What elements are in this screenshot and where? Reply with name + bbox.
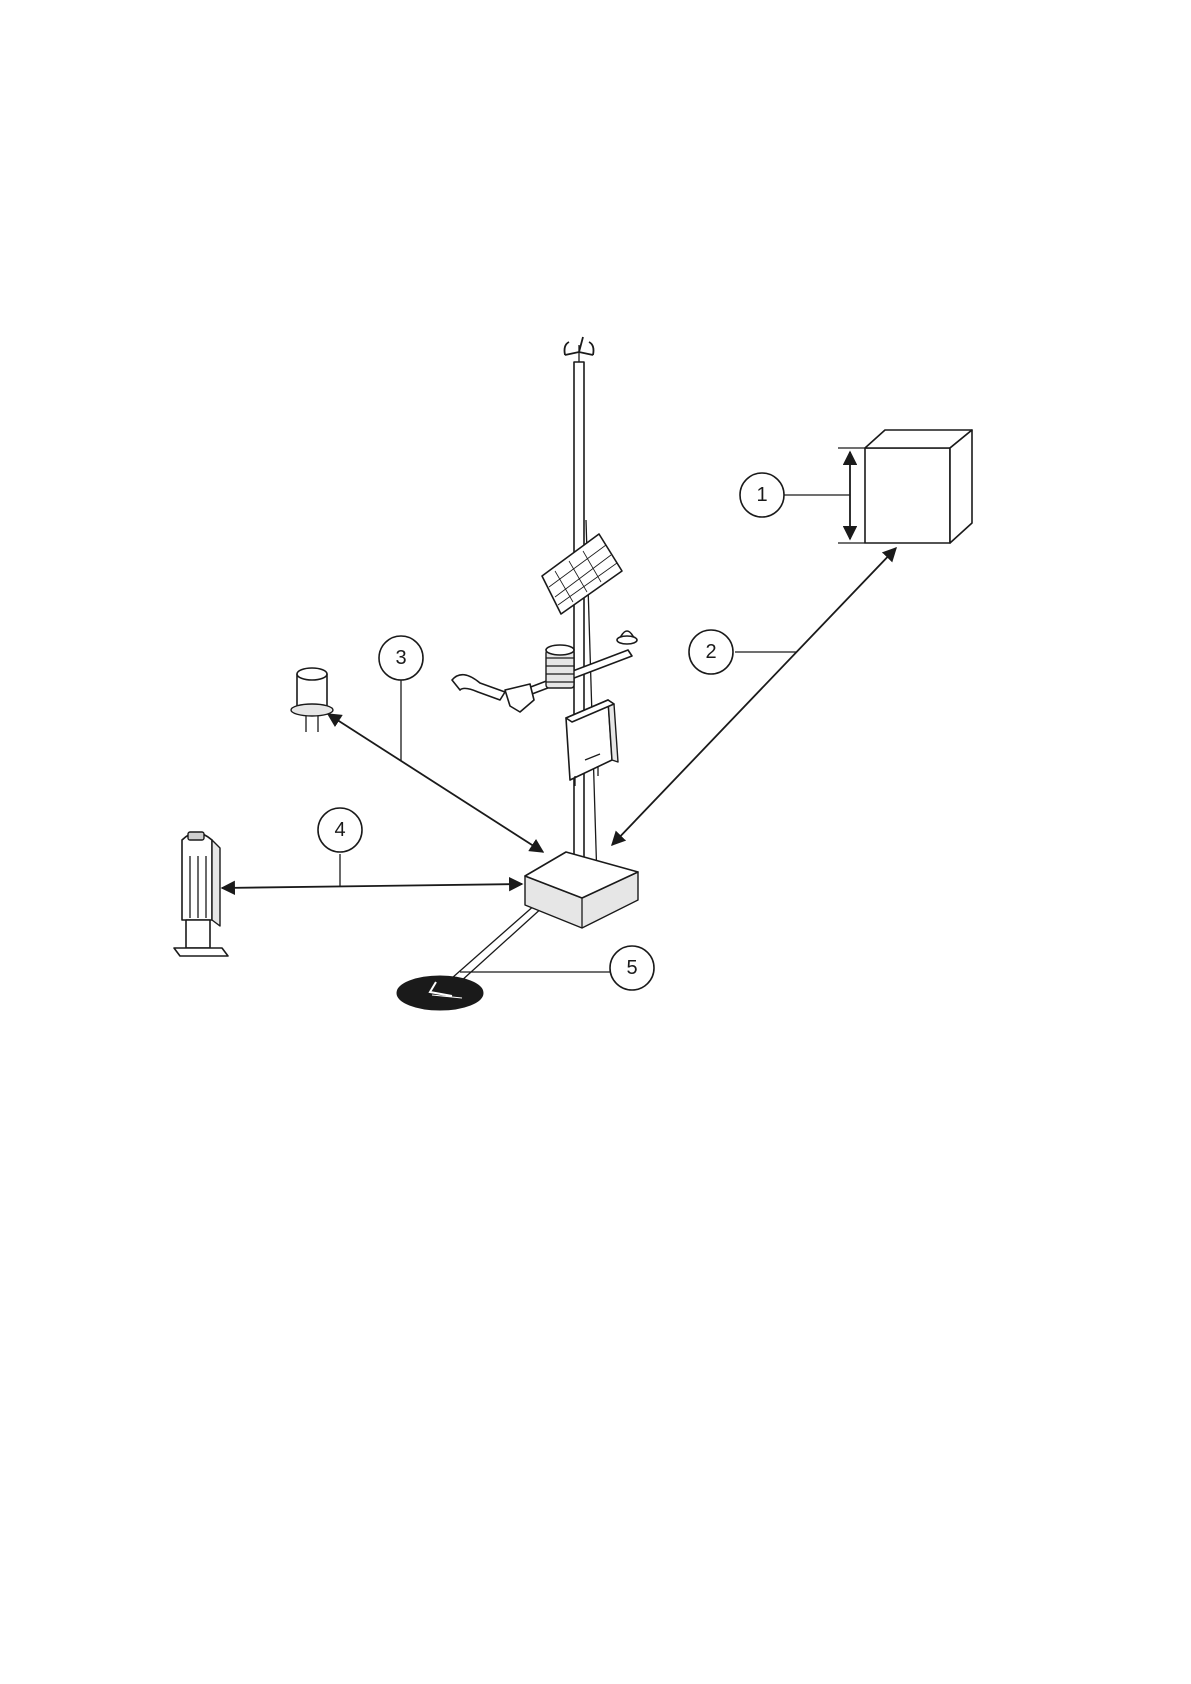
- ground-surface-sensor: [397, 976, 483, 1010]
- callout-1: 1: [740, 473, 784, 517]
- callout-3: 3: [379, 636, 423, 680]
- callout-1-label: 1: [756, 484, 767, 506]
- distance-arrow-to-snow-sensor: [222, 854, 522, 888]
- obstacle-box: [865, 430, 972, 543]
- concrete-base: [525, 852, 638, 928]
- snow-depth-sensor: [174, 832, 228, 956]
- distance-arrow-to-obstacle: [612, 548, 896, 845]
- callout-2-label: 2: [705, 641, 716, 663]
- rain-gauge: [291, 668, 333, 732]
- callout-2: 2: [689, 630, 733, 674]
- callout-5: 5: [610, 946, 654, 990]
- callout-4: 4: [318, 808, 362, 852]
- callout-4-label: 4: [334, 819, 345, 841]
- callout-3-label: 3: [395, 647, 406, 669]
- sensor-arm: [452, 631, 637, 712]
- callout-5-label: 5: [626, 957, 637, 979]
- obstacle-height-dimension: [783, 448, 865, 543]
